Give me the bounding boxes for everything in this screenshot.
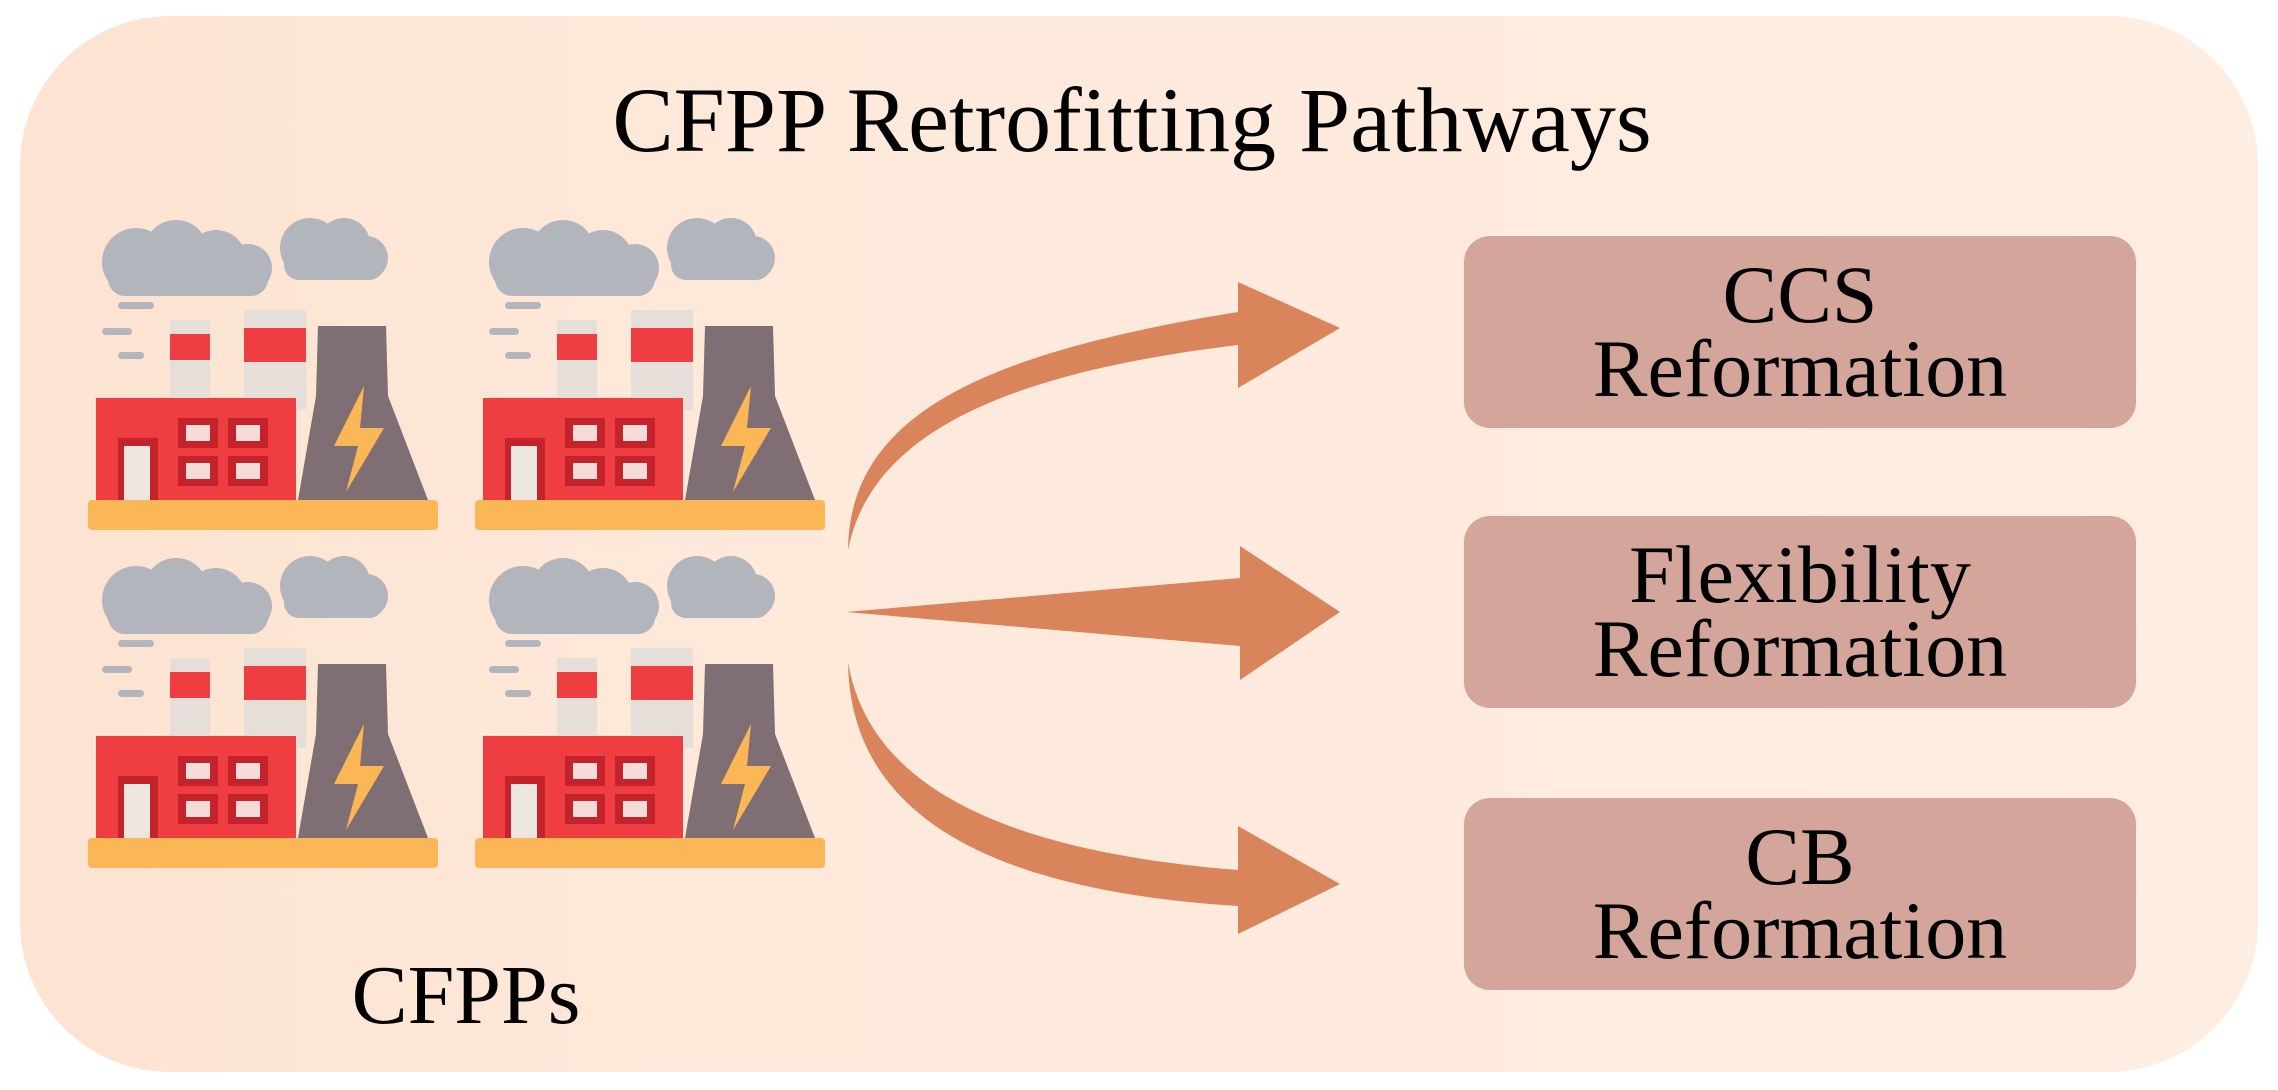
factory-icon: [88, 548, 448, 878]
flexibility-reformation-box: Flexibility Reformation: [1464, 516, 2136, 708]
ccs-reformation-box: CCS Reformation: [1464, 236, 2136, 428]
diagram-title: CFPP Retrofitting Pathways: [612, 69, 1652, 171]
box-label-line2: Reformation: [1592, 885, 2008, 976]
factory-icon: [475, 548, 835, 878]
arrow-to-flexibility: [846, 546, 1340, 680]
box-label-line1: CB: [1745, 811, 1855, 902]
arrow-to-ccs: [848, 282, 1340, 550]
cfpps-label: CFPPs: [351, 949, 581, 1042]
factory-icon: [475, 210, 835, 540]
factory-icon: [88, 210, 448, 540]
box-label-line2: Reformation: [1592, 323, 2008, 414]
box-label-line2: Reformation: [1592, 603, 2008, 694]
arrow-to-cb: [848, 662, 1340, 934]
cb-reformation-box: CB Reformation: [1464, 798, 2136, 990]
box-label-line1: CCS: [1722, 249, 1878, 340]
box-label-line1: Flexibility: [1629, 529, 1971, 620]
